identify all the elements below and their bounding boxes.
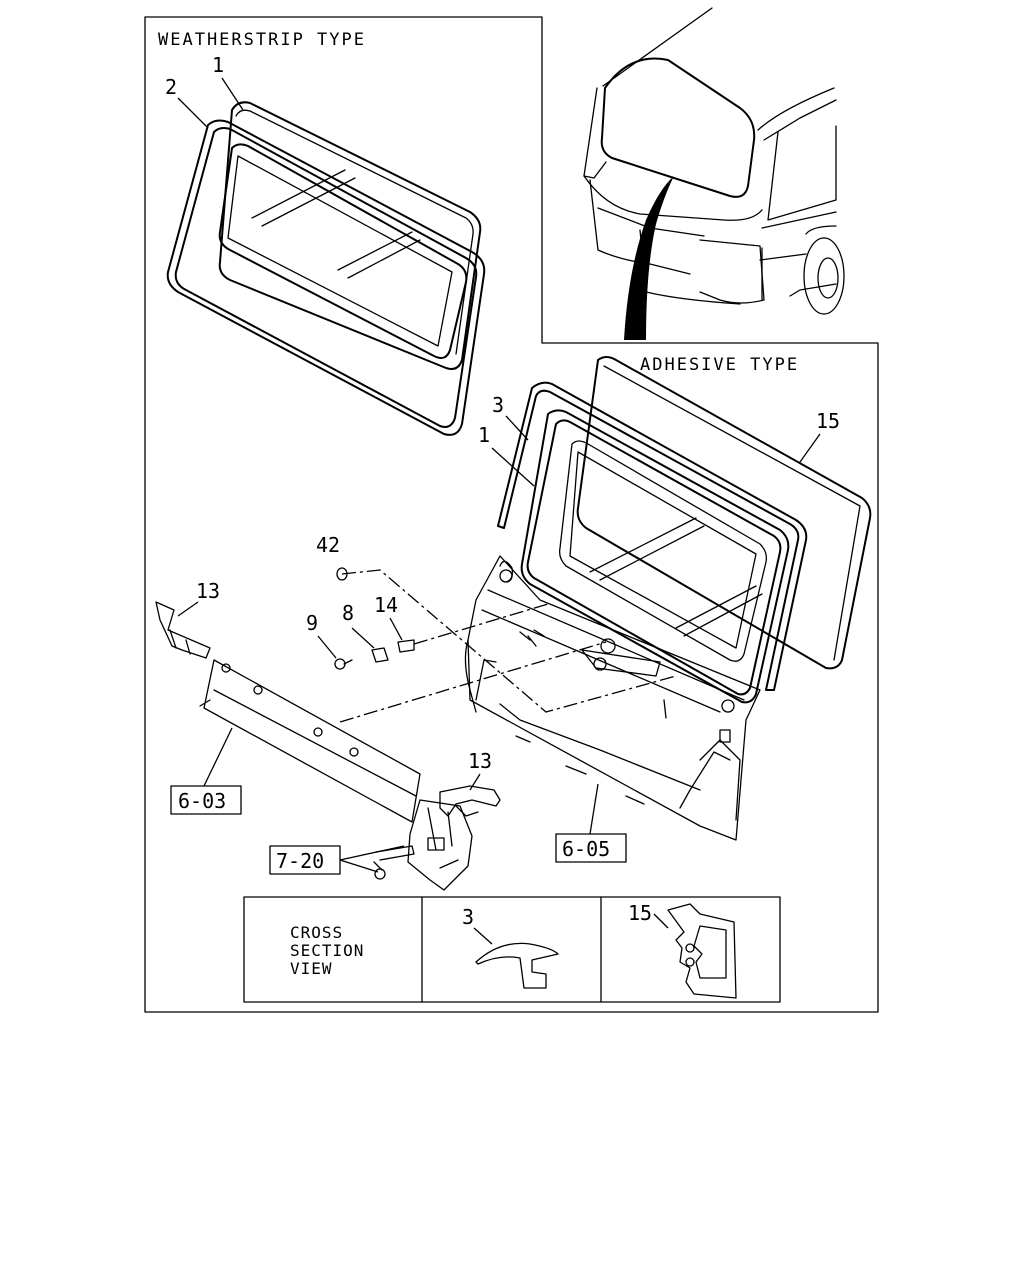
cross-section-title-line-3: VIEW (290, 959, 333, 978)
adhesive-type-title: ADHESIVE TYPE (640, 355, 799, 375)
hinge-bracket (407, 799, 473, 891)
cross-section-part-3: 3 (462, 905, 474, 929)
callout-13-right: 13 (468, 749, 492, 773)
svg-text:7-20: 7-20 (276, 849, 324, 873)
adhesive-glass-assembly (497, 356, 872, 704)
callout-ad-3: 3 (492, 393, 504, 417)
callout-14: 14 (374, 593, 398, 617)
dam-strip-profile (475, 942, 559, 989)
bracket-13-left (155, 601, 211, 659)
diagram-frame (144, 16, 879, 1013)
cross-section-table: CROSS SECTION VIEW 3 15 (243, 896, 781, 1003)
callout-9: 9 (306, 611, 318, 635)
weatherstrip-type-title: WEATHERSTRIP TYPE (158, 30, 366, 50)
callout-ad-1: 1 (478, 423, 490, 447)
molding-profile (667, 903, 737, 999)
vehicle-location-view (583, 7, 845, 340)
svg-text:6-05: 6-05 (562, 837, 610, 861)
callout-8: 8 (342, 601, 354, 625)
weatherstrip-glass-assembly (166, 101, 486, 436)
cross-section-title-line-2: SECTION (290, 941, 364, 960)
callout-ws-1: 1 (212, 53, 224, 77)
bracket-13-right (439, 785, 501, 817)
callout-ad-15: 15 (816, 409, 840, 433)
ref-box-7-20[interactable]: 7-20 (269, 845, 341, 875)
cross-section-title-line-1: CROSS (290, 923, 343, 942)
ref-box-6-05[interactable]: 6-05 (555, 833, 627, 863)
lower-trim-panel (199, 659, 421, 823)
svg-text:6-03: 6-03 (178, 789, 226, 813)
rear-body-panel (464, 555, 761, 841)
ref-box-6-03[interactable]: 6-03 (170, 785, 242, 815)
cross-section-part-15: 15 (628, 901, 652, 925)
callout-13-left: 13 (196, 579, 220, 603)
callout-ws-2: 2 (165, 75, 177, 99)
callout-42: 42 (316, 533, 340, 557)
